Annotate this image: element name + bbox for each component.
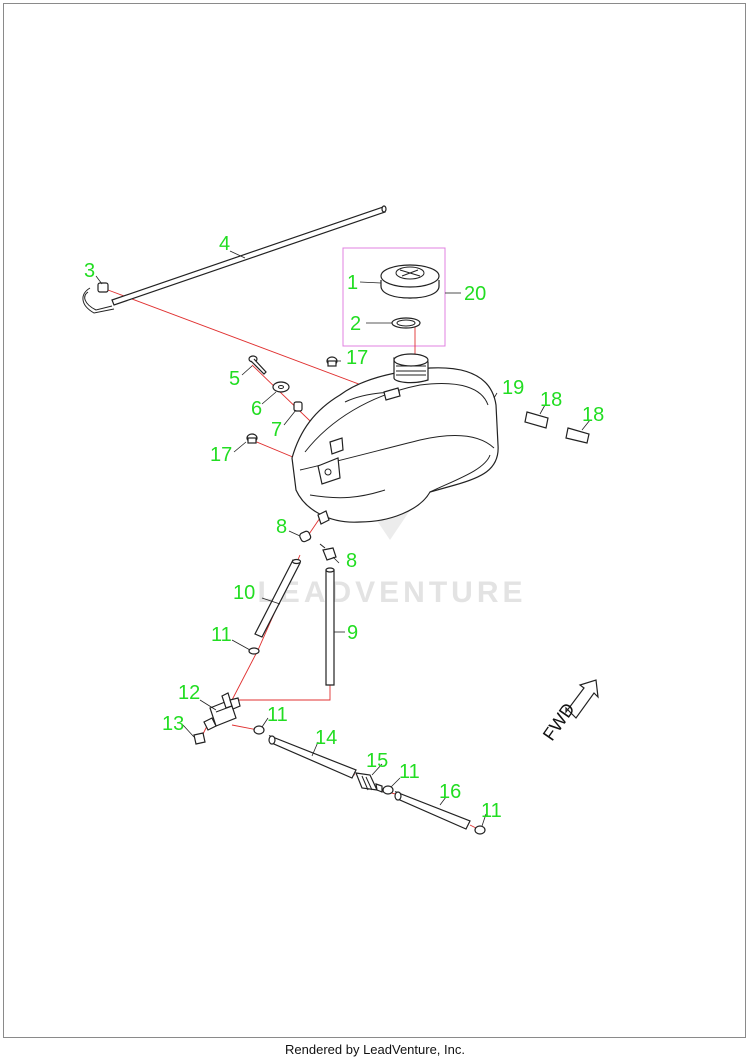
clip-part-11-c: [382, 785, 394, 795]
callout-7: 7: [271, 419, 282, 441]
callout-1: 1: [347, 272, 358, 294]
callout-8-right: 8: [346, 550, 357, 572]
fuel-filter-part-15: [355, 772, 383, 793]
hose-part-10: [254, 558, 302, 638]
clip-part-11-d: [474, 825, 486, 835]
hose-part-14: [268, 734, 357, 779]
clip-part-11-b: [253, 725, 265, 735]
clamp-part-8-right: [319, 543, 337, 561]
forward-arrow-icon: [565, 679, 599, 719]
callout-19: 19: [502, 377, 524, 399]
hose-part-16: [394, 790, 471, 830]
callout-5: 5: [229, 368, 240, 390]
callout-6: 6: [251, 398, 262, 420]
label-part-18-a: [524, 411, 549, 429]
callout-11-a: 11: [211, 624, 232, 646]
callout-18-b: 18: [582, 404, 604, 426]
label-part-18-b: [565, 427, 590, 444]
fuel-cap-part-1: [380, 264, 440, 299]
washer-part-6: [272, 381, 290, 393]
rod-part-4: [111, 205, 387, 306]
leader-lines: [95, 250, 591, 827]
callout-14: 14: [315, 727, 337, 749]
callout-16: 16: [439, 781, 461, 803]
hose-part-9: [325, 567, 335, 686]
callout-3: 3: [84, 260, 95, 282]
spacer-part-7: [293, 401, 303, 412]
cap-assembly-box: [342, 247, 446, 347]
clip-part-11-a: [248, 647, 260, 655]
footer-credit: Rendered by LeadVenture, Inc.: [285, 1042, 465, 1057]
grommet-part-17-top: [326, 356, 338, 367]
clamp-part-8-left: [299, 530, 312, 543]
callout-12: 12: [178, 682, 200, 704]
gasket-part-2: [391, 317, 421, 329]
fuel-tank-part-19: [291, 353, 499, 525]
bracket-part-3: [82, 282, 115, 314]
forward-direction-indicator: FWD: [539, 679, 599, 744]
grommet-part-17-left: [246, 433, 258, 444]
callout-18-a: 18: [540, 389, 562, 411]
callout-2: 2: [350, 313, 361, 335]
callout-13: 13: [162, 713, 184, 735]
screw-part-5: [248, 355, 267, 375]
callout-labels: 1 2 3 4 5 6 7 8 8 9 10 11 11 11 11 12 13…: [84, 233, 604, 822]
bolt-part-13: [193, 732, 206, 745]
callout-20: 20: [464, 283, 486, 305]
callout-4: 4: [219, 233, 230, 255]
callout-8-left: 8: [276, 516, 287, 538]
callout-11-c: 11: [399, 761, 420, 783]
watermark-text: LEADVENTURE: [257, 576, 526, 609]
fuel-valve-part-12: [203, 692, 241, 731]
callout-17-left: 17: [210, 444, 232, 466]
callout-11-b: 11: [267, 704, 288, 726]
callout-10: 10: [233, 582, 255, 604]
callout-11-d: 11: [481, 800, 502, 822]
callout-9: 9: [347, 622, 358, 644]
callout-17-top: 17: [346, 347, 368, 369]
diagram-frame: [3, 3, 746, 1038]
callout-15: 15: [366, 750, 388, 772]
